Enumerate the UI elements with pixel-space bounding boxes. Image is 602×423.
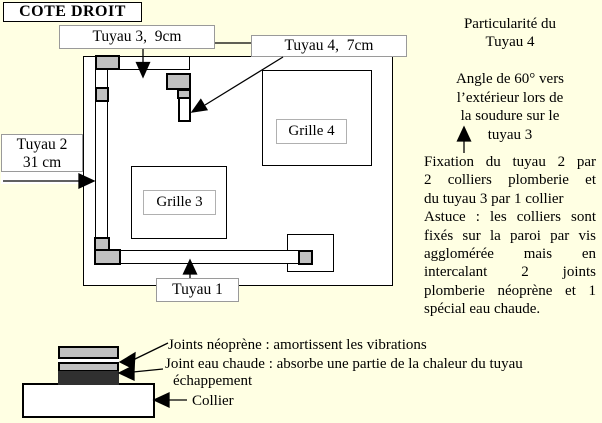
joint-eau-chaude-label-line2: échappement <box>173 373 253 389</box>
heading-line: Particularité du <box>463 16 557 32</box>
joints-neoprene-label: Joints néoprène : amortissent les vibrat… <box>168 337 427 353</box>
tuyau-1-pipe <box>120 250 301 264</box>
paragraph-line: agglomérée mais en <box>424 246 596 263</box>
joint-eau-chaude-arrow-icon <box>117 364 164 382</box>
collier-label: Collier <box>192 393 234 409</box>
fixation-paragraph: Fixation du tuyau 2 par 2 colliers plombe… <box>424 153 596 319</box>
tuyau-1-label: Tuyau 1 <box>156 278 239 302</box>
angle-note: Angle de 60° vers l’extérieur lors de la s… <box>424 70 596 144</box>
note-line: tuyau 3 <box>487 126 533 143</box>
collier-tuyau-1-end <box>298 250 313 265</box>
grille-4-box <box>262 70 372 166</box>
grille-3-label: Grille 3 <box>143 190 216 215</box>
elbow-connector-tuyau-4 <box>166 73 191 90</box>
tuyau-4-pipe <box>178 97 191 122</box>
page-title: COTE DROIT <box>3 2 142 22</box>
paragraph-line: spécial eau chaude. <box>424 301 541 318</box>
collier-arrow-icon <box>152 391 187 409</box>
tuyau-3-label: Tuyau 3, 9cm <box>59 25 215 49</box>
paragraph-line: du tuyau 3 par 1 collier <box>424 190 564 207</box>
collier-tuyau-2 <box>95 87 109 102</box>
joint-gap <box>58 357 119 364</box>
paragraph-line: Fixation du tuyau 2 par <box>424 154 596 170</box>
note-line: Angle de 60° vers <box>455 71 565 87</box>
note-line: l’extérieur lors de <box>456 89 564 106</box>
heading-line: Tuyau 4 <box>485 34 535 50</box>
joint-eau-chaude-shape <box>58 371 119 385</box>
tuyau-2-label: Tuyau 2 31 cm <box>1 134 83 172</box>
paragraph-line: plomberie néoprène et 1 <box>424 282 596 299</box>
joints-neoprene-arrow-icon <box>118 342 169 371</box>
tuyau-2-label-line2: 31 cm <box>22 153 62 171</box>
particularite-heading: Particularité du Tuyau 4 <box>424 15 596 51</box>
tuyau-2-label-line1: Tuyau 2 <box>16 135 68 153</box>
note-line: la soudure sur le <box>460 108 560 125</box>
collier-shape <box>22 383 155 418</box>
joint-neoprene-top <box>58 346 119 359</box>
elbow-connector-bottom-left-lower <box>94 249 121 265</box>
joint-eau-chaude-label-line1: Joint eau chaude : absorbe une partie de… <box>165 356 523 372</box>
tuyau-4-label: Tuyau 4, 7cm <box>251 35 407 57</box>
paragraph-line: intercalant 2 joints <box>424 264 596 281</box>
paragraph-line: Astuce : les colliers sont <box>424 209 596 226</box>
paragraph-line: 2 colliers plomberie et <box>424 172 596 189</box>
collier-tuyau-4 <box>177 89 191 99</box>
grille-4-label: Grille 4 <box>276 119 347 144</box>
paragraph-line: fixés sur la paroi par vis <box>424 227 596 244</box>
elbow-connector-top-left <box>95 55 120 70</box>
